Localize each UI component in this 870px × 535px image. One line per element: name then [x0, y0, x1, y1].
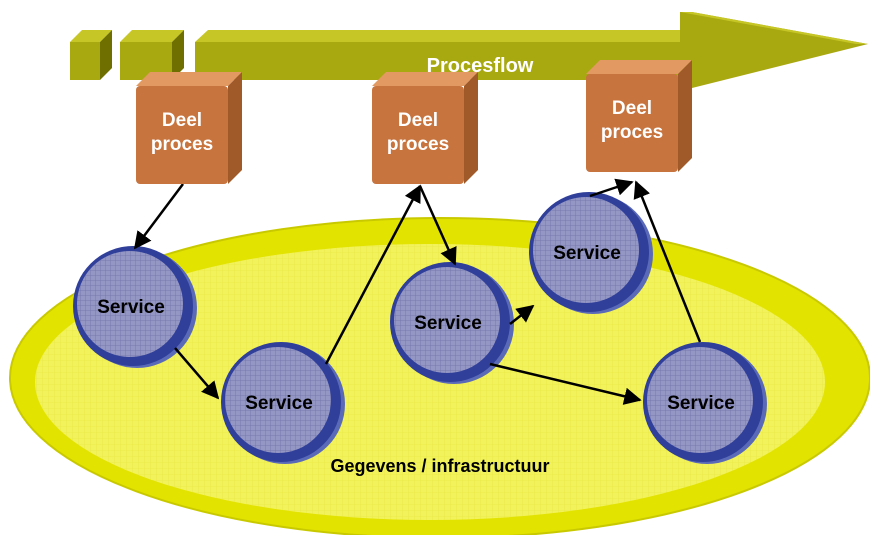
- service-node-s5: Service: [643, 342, 767, 464]
- connection-arrows: [133, 178, 702, 405]
- sub-process-label-line1: Deel: [162, 110, 202, 131]
- service-node-s3: Service: [390, 262, 514, 384]
- infrastructure-label: Gegevens / infrastructuur: [330, 456, 549, 476]
- sub-process-box-p2: Deel proces: [372, 72, 478, 184]
- sub-process-label-line2: proces: [387, 134, 449, 155]
- sub-process-box-p1: Deel proces: [136, 72, 242, 184]
- sub-process-boxes: Deel proces Deel proces Deel proces: [136, 60, 692, 184]
- service-node-s4: Service: [529, 192, 653, 314]
- service-label: Service: [667, 393, 735, 414]
- service-node-s1: Service: [73, 246, 197, 368]
- connection-arrow-s1-s2: [174, 347, 220, 400]
- sub-process-label-line1: Deel: [398, 110, 438, 131]
- connection-arrow-s3-s5: [489, 362, 642, 405]
- connection-arrow-s5-p3: [633, 180, 702, 343]
- connection-arrow-p2-s3: [418, 185, 457, 266]
- sub-process-label-line1: Deel: [612, 98, 652, 119]
- service-label: Service: [553, 243, 621, 264]
- sub-process-box-p3: Deel proces: [586, 60, 692, 172]
- service-label: Service: [97, 297, 165, 318]
- process-flow-label: Procesflow: [427, 55, 534, 77]
- service-node-s2: Service: [221, 342, 345, 464]
- connection-arrow-s4-p3: [589, 178, 634, 198]
- sub-process-label-line2: proces: [601, 122, 663, 143]
- sub-process-label-line2: proces: [151, 134, 213, 155]
- service-label: Service: [245, 393, 313, 414]
- connection-arrow-s3-s4: [509, 304, 535, 325]
- connection-arrow-p1-s1: [133, 183, 184, 250]
- service-label: Service: [414, 313, 482, 334]
- connection-arrow-s2-p2: [324, 184, 422, 365]
